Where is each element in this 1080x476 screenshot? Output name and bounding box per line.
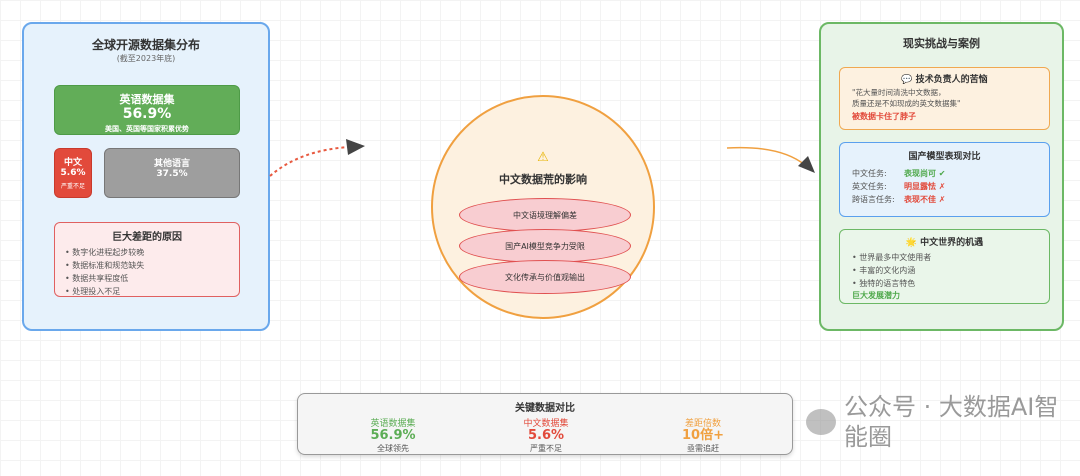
star-icon: 🌟 xyxy=(905,238,921,248)
opportunity-box: 🌟 中文世界的机遇 世界最多中文使用者 丰富的文化内涵 独特的语言特色 巨大发展… xyxy=(839,229,1050,304)
quote-highlight: 被数据卡住了脖子 xyxy=(852,112,916,121)
quote-line: 质量还是不如现成的英文数据集" xyxy=(852,99,961,108)
other-value: 37.5% xyxy=(156,169,188,179)
list-item: 丰富的文化内涵 xyxy=(852,264,1037,277)
comparison-row: 跨语言任务: 表现不佳 ✗ xyxy=(852,193,1037,206)
panel-title: 全球开源数据集分布 xyxy=(91,38,200,52)
warning-icon: ⚠ xyxy=(537,150,549,165)
other-languages-box: 其他语言 37.5% xyxy=(104,148,240,198)
impact-item: 中文语境理解偏差 xyxy=(459,198,631,232)
reasons-list: 数字化进程起步较晚 数据标准和规范缺失 数据共享程度低 处理投入不足 xyxy=(65,246,229,298)
english-label: 英语数据集 xyxy=(119,93,175,106)
opportunity-list: 世界最多中文使用者 丰富的文化内涵 独特的语言特色 xyxy=(852,251,1037,290)
dataset-distribution-panel: 全球开源数据集分布 (截至2023年底) 英语数据集 56.9% 美国、英国等国… xyxy=(22,22,270,331)
speech-bubble-icon: 💬 xyxy=(901,75,916,85)
impact-circle: ⚠ 中文数据荒的影响 中文语境理解偏差 国产AI模型竞争力受限 文化传承与价值观… xyxy=(431,95,655,319)
list-item: 世界最多中文使用者 xyxy=(852,251,1037,264)
panel-title: 现实挑战与案例 xyxy=(903,37,980,50)
comparison-title: 国产模型表现对比 xyxy=(908,152,981,162)
list-item: 数据标准和规范缺失 xyxy=(65,259,229,272)
task-result: 表现尚可 ✔ xyxy=(904,169,946,178)
list-item: 数字化进程起步较晚 xyxy=(65,246,229,259)
watermark-text: 公众号 · 大数据AI智能圈 xyxy=(844,393,1059,451)
left-arrowhead xyxy=(346,139,365,155)
english-dataset-box: 英语数据集 56.9% 美国、英国等国家积累优势 xyxy=(54,85,240,135)
right-connector-arrow xyxy=(726,146,806,166)
impact-item: 文化传承与价值观输出 xyxy=(459,260,631,294)
comparison-title: 关键数据对比 xyxy=(515,403,575,414)
task-result: 表现不佳 ✗ xyxy=(904,195,946,204)
wechat-icon xyxy=(806,409,836,435)
chinese-value: 5.6% xyxy=(60,168,86,178)
english-note: 美国、英国等国家积累优势 xyxy=(105,125,189,133)
challenges-panel: 现实挑战与案例 💬 技术负责人的苦恼 "花大量时间清洗中文数据， 质量还是不如现… xyxy=(819,22,1064,331)
watermark: 公众号 · 大数据AI智能圈 xyxy=(806,392,1074,452)
quote-line: "花大量时间清洗中文数据， xyxy=(852,88,946,97)
right-arrowhead xyxy=(798,156,815,173)
stat-label: 英语数据集 xyxy=(370,419,416,429)
quote-box: 💬 技术负责人的苦恼 "花大量时间清洗中文数据， 质量还是不如现成的英文数据集"… xyxy=(839,67,1050,130)
list-item: 处理投入不足 xyxy=(65,285,229,298)
list-item: 独特的语言特色 xyxy=(852,277,1037,290)
opportunity-highlight: 巨大发展潜力 xyxy=(852,291,900,300)
chinese-label: 中文 xyxy=(63,158,82,168)
task-result: 明显露怯 ✗ xyxy=(904,182,946,191)
reasons-box: 巨大差距的原因 数字化进程起步较晚 数据标准和规范缺失 数据共享程度低 处理投入… xyxy=(54,222,240,297)
model-comparison-box: 国产模型表现对比 中文任务: 表现尚可 ✔ 英文任务: 明显露怯 ✗ 跨语言任务: 表… xyxy=(839,142,1050,217)
task-label: 跨语言任务: xyxy=(852,195,895,204)
quote-title-text: 技术负责人的苦恼 xyxy=(915,75,988,85)
stat-note: 全球领先 xyxy=(377,444,409,453)
comparison-row: 英文任务: 明显露怯 ✗ xyxy=(852,180,1037,193)
stat-label: 中文数据集 xyxy=(523,419,569,429)
stat-note: 严重不足 xyxy=(530,444,562,453)
task-label: 中文任务: xyxy=(852,169,887,178)
opportunity-title: 🌟 中文世界的机遇 xyxy=(852,235,1037,248)
panel-subtitle: (截至2023年底) xyxy=(116,54,176,63)
task-label: 英文任务: xyxy=(852,182,887,191)
reasons-title: 巨大差距的原因 xyxy=(112,232,182,243)
stat-note: 亟需追赶 xyxy=(687,444,719,453)
left-connector-arrow xyxy=(269,146,351,177)
opportunity-title-text: 中文世界的机遇 xyxy=(920,238,984,248)
impact-item: 国产AI模型竞争力受限 xyxy=(459,229,631,263)
list-item: 数据共享程度低 xyxy=(65,272,229,285)
impact-title: 中文数据荒的影响 xyxy=(499,173,587,186)
chinese-dataset-box: 中文 5.6% 严重不足 xyxy=(54,148,92,198)
stat-value: 56.9% xyxy=(370,428,416,443)
comparison-row: 中文任务: 表现尚可 ✔ xyxy=(852,167,1037,180)
chinese-note: 严重不足 xyxy=(60,183,85,190)
english-value: 56.9% xyxy=(122,106,172,122)
stat-label: 差距倍数 xyxy=(684,419,721,429)
other-label: 其他语言 xyxy=(153,159,190,169)
stat-value: 5.6% xyxy=(527,428,565,443)
stat-value: 10倍+ xyxy=(682,428,724,443)
quote-title: 💬 技术负责人的苦恼 xyxy=(852,72,1037,85)
